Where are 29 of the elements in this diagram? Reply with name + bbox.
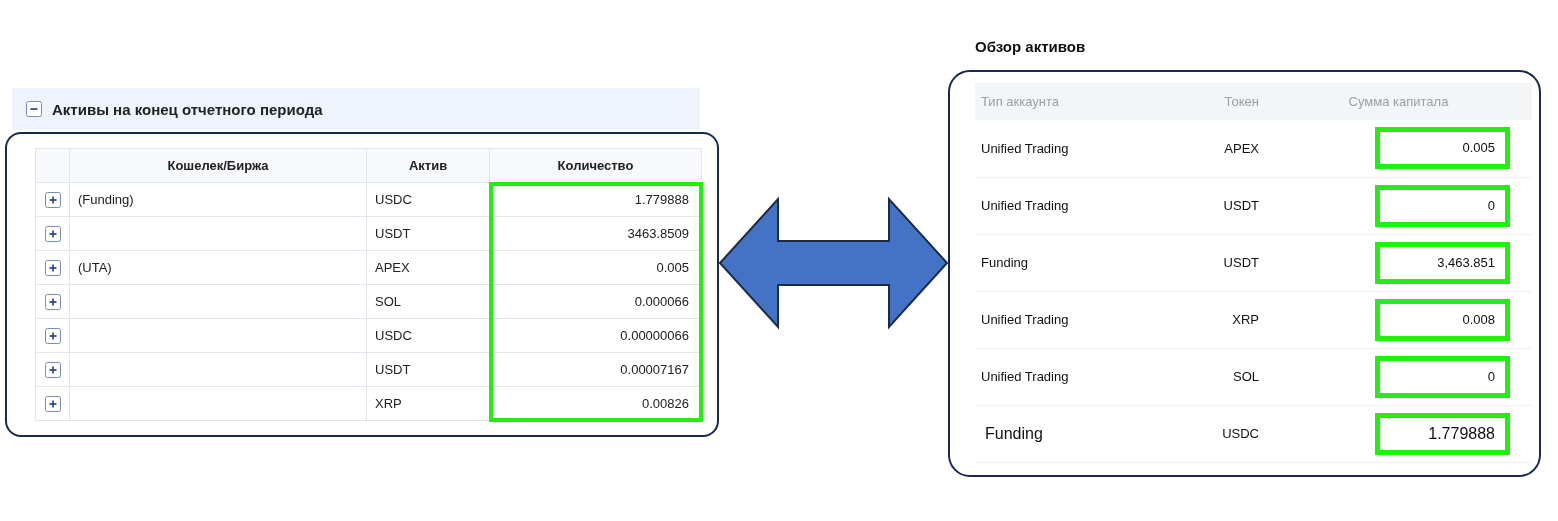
highlighted-value: 3,463.851 xyxy=(1375,241,1510,284)
table-cell: APEX xyxy=(1175,120,1265,177)
table-cell: (Funding) xyxy=(69,182,367,217)
double-arrow xyxy=(718,196,949,330)
table-cell: Unified Trading xyxy=(975,120,1175,177)
highlighted-value: 0.008 xyxy=(1375,298,1510,341)
section-heading: Активы на конец отчетного периода xyxy=(52,100,323,118)
highlighted-value: 1.779888 xyxy=(1375,412,1510,455)
column-header: Сумма капитала xyxy=(1265,83,1532,120)
column-header: Актив xyxy=(366,148,490,183)
table-cell: SOL xyxy=(1175,348,1265,405)
table-cell: Unified Trading xyxy=(975,291,1175,348)
table-cell: (UTA) xyxy=(69,250,367,285)
table-cell: USDT xyxy=(1175,177,1265,234)
table-cell: Funding xyxy=(975,405,1175,462)
column-header: Токен xyxy=(1175,83,1265,120)
table-cell: USDC xyxy=(1175,405,1265,462)
highlighted-value: 0 xyxy=(1375,184,1510,227)
table-cell: Funding xyxy=(975,234,1175,291)
column-header: Кошелек/Биржа xyxy=(69,148,367,183)
table-cell: USDT xyxy=(1175,234,1265,291)
panel-title: Обзор активов xyxy=(975,38,1086,55)
table-cell: XRP xyxy=(1175,291,1265,348)
table-cell: Unified Trading xyxy=(975,348,1175,405)
highlighted-value: 0.005 xyxy=(1375,127,1510,170)
column-header: Тип аккаунта xyxy=(975,83,1175,120)
highlighted-value: 0 xyxy=(1375,355,1510,398)
table-cell: Unified Trading xyxy=(975,177,1175,234)
column-header: Количество xyxy=(489,148,702,183)
